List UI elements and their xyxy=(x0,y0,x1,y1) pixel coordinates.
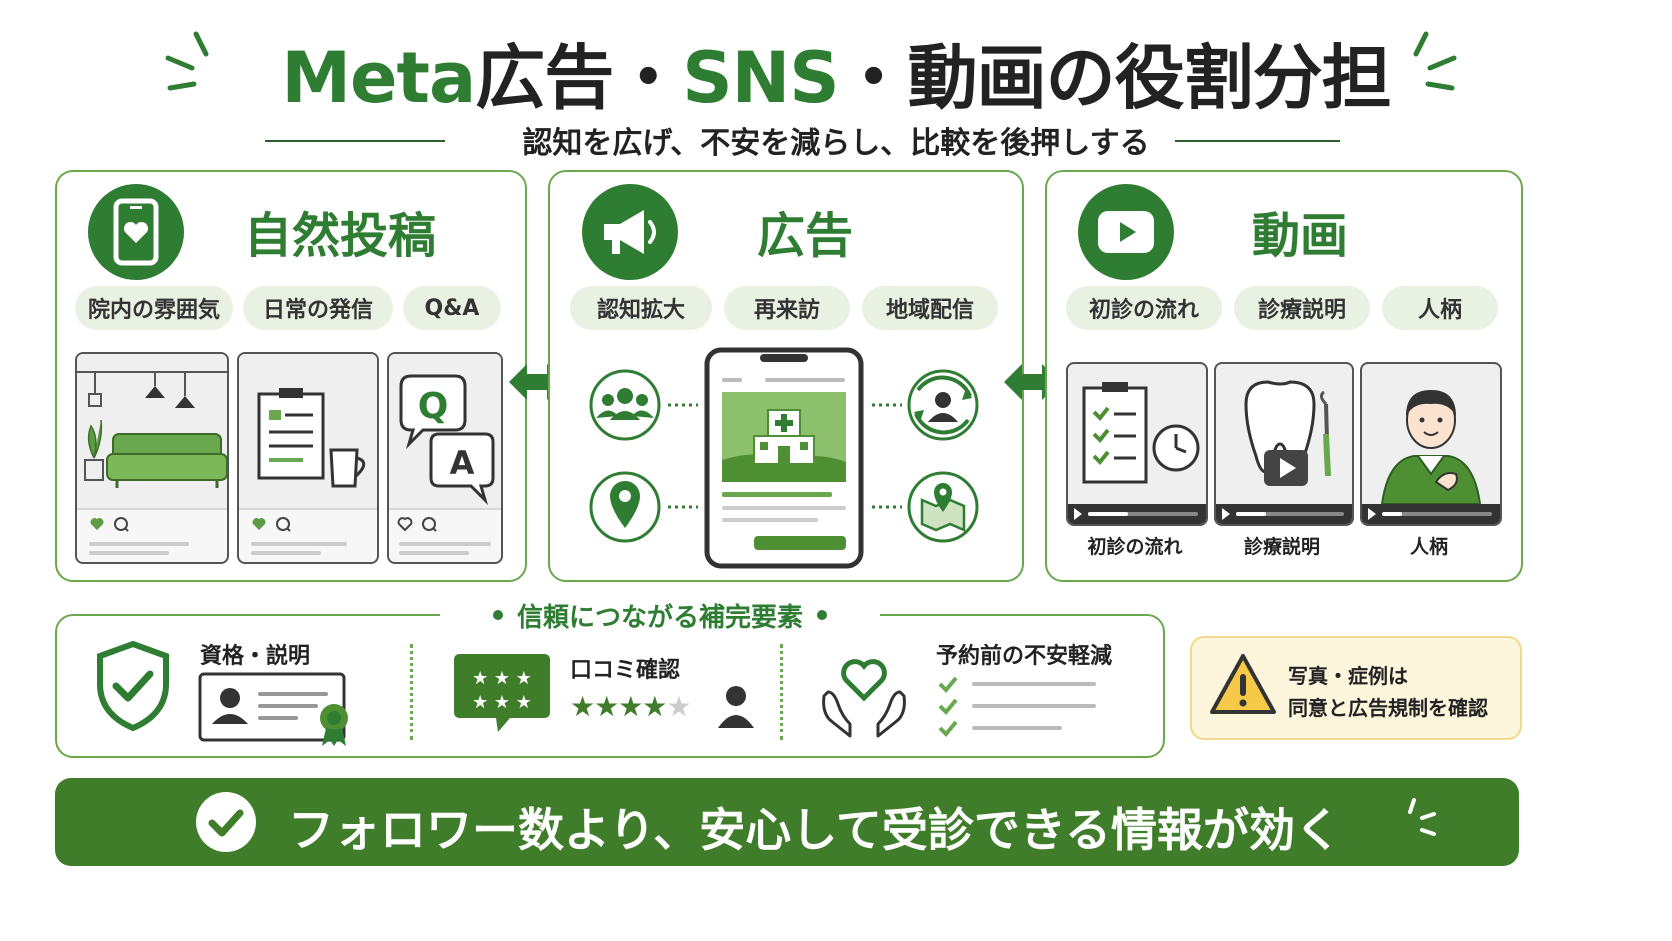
panel-title-organic: 自然投稿 xyxy=(243,208,436,264)
review-stars-bubble-icon: ★ ★ ★ ★ ★ ★ xyxy=(454,654,550,732)
caption-personality: 人柄 xyxy=(1409,536,1448,558)
caption-first-visit: 初診の流れ xyxy=(1087,536,1183,558)
megaphone-icon xyxy=(582,184,678,280)
dot-left-icon xyxy=(492,610,503,620)
title-sns: SNS xyxy=(682,37,839,119)
clipboard-mug-illustration xyxy=(239,354,377,555)
divider-1 xyxy=(410,644,413,740)
dot-right-icon xyxy=(817,610,827,620)
star-rating-icon: ★★★★★ xyxy=(570,690,692,723)
user-icon xyxy=(718,686,754,728)
tooth-play-illustration xyxy=(1216,380,1352,524)
shield-check-icon xyxy=(97,640,169,732)
warning-line-2: 同意と広告規制を確認 xyxy=(1288,696,1488,720)
tag-daily-posts: 日常の発信 xyxy=(243,286,393,330)
trust-item-credentials: 資格・説明 xyxy=(200,644,311,669)
tag-treatment-explanation: 診療説明 xyxy=(1234,286,1370,330)
tag-local-delivery: 地域配信 xyxy=(862,286,998,330)
warning-triangle-icon xyxy=(1210,654,1276,714)
subtitle-line-left xyxy=(265,140,445,142)
qa-bubbles-illustration: Q A xyxy=(389,354,501,555)
caption-treatment: 診療説明 xyxy=(1243,536,1320,558)
hands-heart-icon xyxy=(822,659,906,738)
title-meta: Meta xyxy=(281,37,476,119)
video-thumb-first-visit xyxy=(1066,362,1208,526)
trust-title-bar: 信頼につながる補完要素 xyxy=(440,600,880,633)
doctor-portrait-illustration xyxy=(1362,390,1500,524)
panel-title-ads: 広告 xyxy=(756,208,853,264)
clipboard-clock-illustration xyxy=(1068,382,1206,524)
tag-clinic-atmosphere: 院内の雰囲気 xyxy=(75,286,233,330)
trust-item-reviews: 口コミ確認 xyxy=(570,658,681,683)
post-card-qa: Q A xyxy=(387,352,503,564)
banner-text: フォロワー数より、安心して受診できる情報が効く xyxy=(288,803,1341,857)
phone-heart-icon xyxy=(88,184,184,280)
trust-title: 信頼につながる補完要素 xyxy=(516,602,803,633)
spark-left-icon xyxy=(165,31,209,91)
svg-text:★ ★ ★: ★ ★ ★ xyxy=(472,668,532,689)
svg-text:★ ★ ★: ★ ★ ★ xyxy=(472,692,532,713)
title-video-roles: ・動画の役割分担 xyxy=(838,37,1392,119)
certificate-icon xyxy=(198,672,348,746)
tag-revisit: 再来訪 xyxy=(724,286,850,330)
banner-spark-icon xyxy=(1408,798,1436,836)
page-title: Meta広告・SNS・動画の役割分担 xyxy=(0,22,1672,123)
checklist-icon xyxy=(938,676,1096,737)
tag-qa: Q&A xyxy=(403,286,501,330)
play-icon xyxy=(1078,184,1174,280)
spark-right-icon xyxy=(1413,31,1457,91)
tag-awareness: 認知拡大 xyxy=(570,286,712,330)
title-ads: 広告・ xyxy=(475,37,683,119)
q-letter: Q xyxy=(418,386,449,427)
bottom-banner xyxy=(55,778,1519,866)
trust-item-anxiety: 予約前の不安軽減 xyxy=(936,644,1113,669)
subtitle: 認知を広げ、不安を減らし、比較を後押しする xyxy=(522,126,1150,161)
warning-line-1: 写真・症例は xyxy=(1288,664,1408,688)
a-letter: A xyxy=(450,444,475,482)
tag-personality: 人柄 xyxy=(1382,286,1498,330)
divider-2 xyxy=(780,644,783,740)
post-card-daily xyxy=(237,352,379,564)
panel-title-video: 動画 xyxy=(1251,208,1348,264)
subtitle-line-right xyxy=(1175,140,1340,142)
sofa-interior-illustration xyxy=(77,354,227,555)
check-circle-icon xyxy=(196,792,256,852)
post-card-clinic-interior xyxy=(75,352,229,564)
tag-first-visit-flow: 初診の流れ xyxy=(1066,286,1222,330)
video-thumb-treatment xyxy=(1214,362,1354,526)
ads-targeting-illustration xyxy=(589,347,979,569)
video-thumb-personality xyxy=(1360,362,1502,526)
